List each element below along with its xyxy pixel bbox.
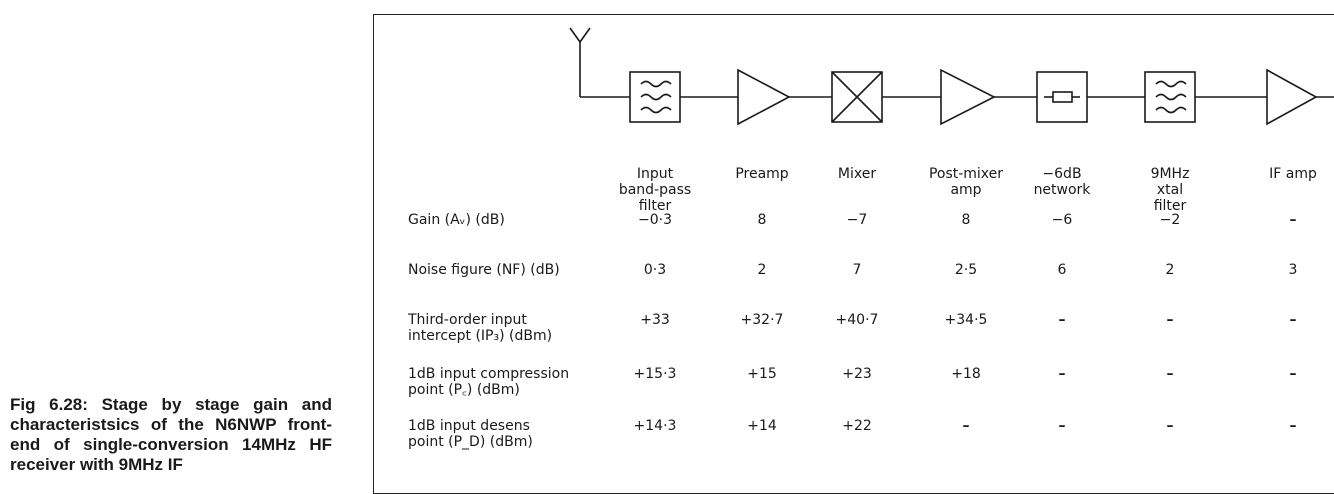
table-cell: – [1058,366,1066,382]
row-label-desens: 1dB input desens point (P_D) (dBm) [408,418,533,450]
stage-label-mixer: Mixer [837,166,877,182]
table-cell: 6 [1057,262,1067,278]
table-cell: +34·5 [944,312,988,328]
table-cell: – [962,418,970,434]
table-cell: – [1289,418,1297,434]
if-amp-icon [1266,68,1318,126]
table-cell: 8 [757,212,767,228]
table-cell: 8 [961,212,971,228]
table-cell: +22 [842,418,872,434]
table-cell: – [1289,212,1297,228]
table-cell: +14 [747,418,777,434]
table-cell: – [1289,312,1297,328]
table-cell: +40·7 [835,312,879,328]
row-label-ip3: Third-order input intercept (IP₃) (dBm) [408,312,553,344]
row-label-gain: Gain (Aᵥ) (dB) [408,212,505,228]
preamp-icon [737,68,791,126]
bandpass-filter-icon [629,71,681,123]
stage-label-preamp: Preamp [735,166,789,182]
table-cell: +18 [951,366,981,382]
table-cell: +33 [640,312,670,328]
stage-label-if-amp: IF amp [1269,166,1317,182]
table-cell: – [1058,312,1066,328]
figure-caption: Fig 6.28: Stage by stage gain and charac… [10,395,332,474]
attenuator-icon [1036,71,1088,123]
stage-label-xtal-filter: 9MHz xtal filter [1150,166,1190,214]
block-diagram [569,27,1334,126]
mixer-icon [831,71,883,123]
table-cell: −6 [1051,212,1073,228]
stage-label-input-filter: Input band-pass filter [618,166,692,214]
stage-label-attenuator: −6dB network [1033,166,1091,198]
table-cell: – [1058,418,1066,434]
table-cell: 2·5 [954,262,978,278]
table-cell: +14·3 [633,418,677,434]
table-cell: −7 [846,212,868,228]
antenna-icon [569,27,591,97]
table-cell: 7 [852,262,862,278]
table-cell: – [1289,366,1297,382]
xtal-filter-icon [1144,71,1196,123]
table-cell: – [1166,418,1174,434]
table-cell: −2 [1159,212,1181,228]
table-cell: +15 [747,366,777,382]
table-cell: – [1166,366,1174,382]
table-cell: 3 [1288,262,1298,278]
table-cell: 2 [757,262,767,278]
table-cell: −0·3 [638,212,672,228]
table-cell: 2 [1165,262,1175,278]
post-mixer-amp-icon [940,68,996,126]
row-label-noise-figure: Noise figure (NF) (dB) [408,262,560,278]
table-cell: +23 [842,366,872,382]
stage-label-post-mixer-amp: Post-mixer amp [928,166,1004,198]
table-cell: 0·3 [643,262,667,278]
row-label-compression: 1dB input compression point (P꜀) (dBm) [408,366,570,398]
table-cell: +32·7 [740,312,784,328]
table-cell: +15·3 [633,366,677,382]
table-cell: – [1166,312,1174,328]
